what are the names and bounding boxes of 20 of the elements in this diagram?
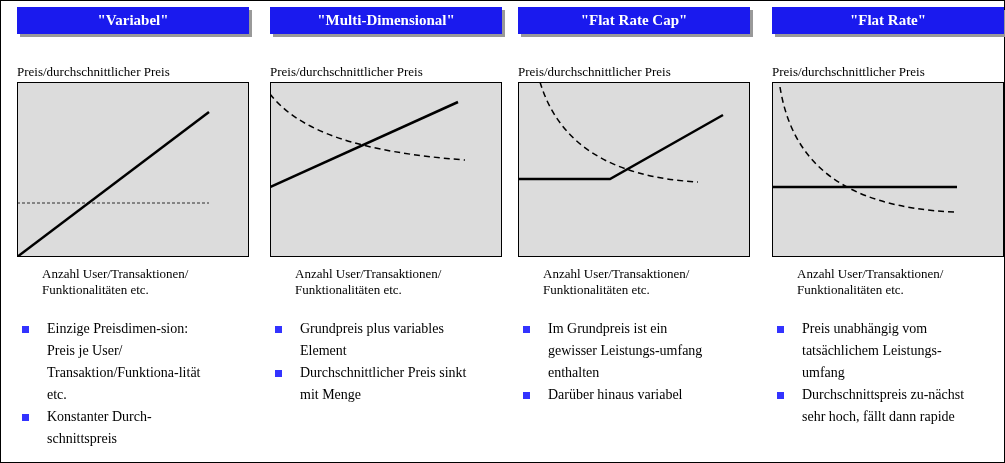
- bullet-text: Konstanter Durch-schnittspreis: [47, 408, 153, 448]
- panel-header: "Multi-Dimensional": [270, 7, 502, 34]
- panel-header: "Flat Rate": [772, 7, 1004, 34]
- panel-header: "Variabel": [17, 7, 249, 34]
- axis-label: Anzahl User/Transaktionen/ Funktionalitäten etc.: [295, 266, 443, 298]
- bullet-text: Im Grundpreis ist ein gewisser Leistungs-umfang enthalten: [548, 320, 704, 382]
- axis-label: Preis/durchschnittlicher Preis: [518, 64, 671, 80]
- axis-label: Anzahl User/Transaktionen/ Funktionalitäten etc.: [42, 266, 190, 298]
- axis-label: Preis/durchschnittlicher Preis: [17, 64, 170, 80]
- bullet-text: Durchschnittlicher Preis sinkt mit Menge: [300, 364, 468, 404]
- axis-label: Anzahl User/Transaktionen/ Funktionalitäten etc.: [797, 266, 945, 298]
- panel-header: "Flat Rate Cap": [518, 7, 750, 34]
- bullet-text: Grundpreis plus variables Element: [300, 320, 445, 360]
- axis-label: Preis/durchschnittlicher Preis: [270, 64, 423, 80]
- axis-label: Preis/durchschnittlicher Preis: [772, 64, 925, 80]
- bullet-text: Preis unabhängig vom tatsächlichem Leistungs-umfang: [802, 320, 943, 382]
- bullet-text: Durchschnittspreis zu-nächst sehr hoch, fällt dann rapide: [802, 386, 966, 426]
- axis-label: Anzahl User/Transaktionen/ Funktionalitäten etc.: [543, 266, 691, 298]
- bullet-text: Darüber hinaus variabel: [548, 386, 684, 404]
- bullet-text: Einzige Preisdimen-sion: Preis je User/ Transaktion/Funktiona-lität etc.: [47, 320, 202, 404]
